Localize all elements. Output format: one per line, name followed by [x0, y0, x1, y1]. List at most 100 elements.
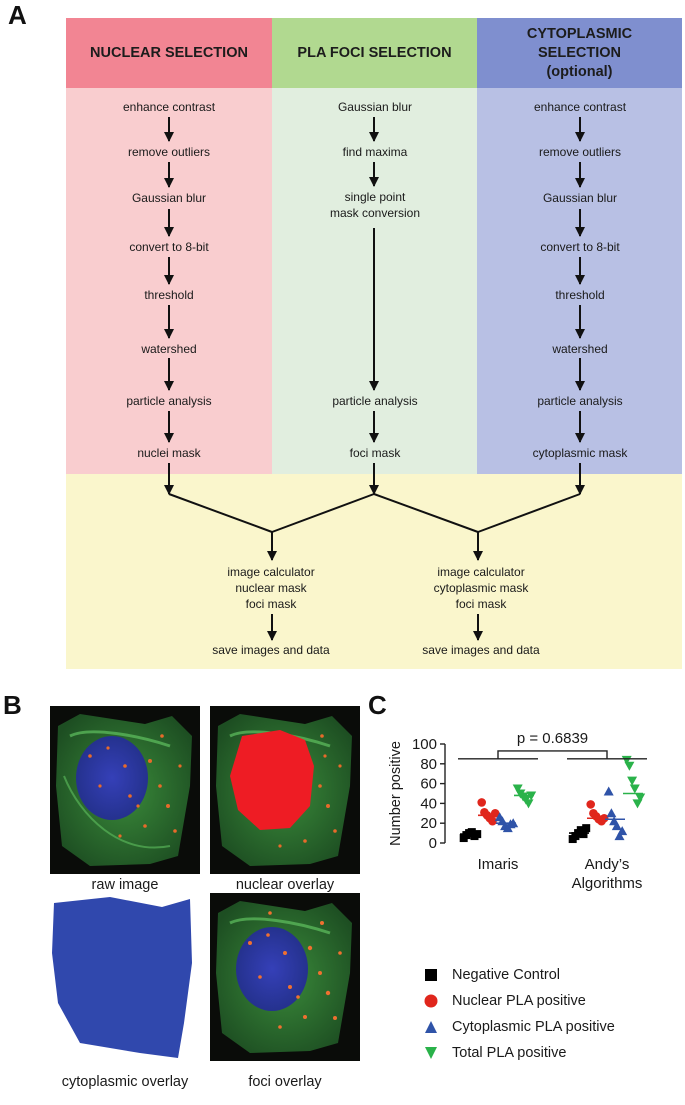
cytoplasmic-pla-point [617, 826, 628, 836]
cyto-header-line2: SELECTION [538, 44, 621, 61]
caption-nuclear-overlay: nuclear overlay [235, 877, 335, 893]
cytoplasmic-pla-point [614, 831, 625, 841]
nuclear-selection-header: NUCLEAR SELECTION [66, 18, 272, 88]
cytoplasmic-pla-point [606, 808, 617, 818]
p-value-annotation: p = 0.6839 [517, 730, 588, 747]
total-pla-point [523, 799, 534, 809]
merge-zone [66, 474, 682, 669]
merge-right-save: save images and data [422, 643, 540, 657]
merge-right-block: image calculator cytoplasmic mask foci m… [376, 564, 586, 612]
total-pla-point [624, 761, 635, 771]
cyto-header-line3: (optional) [546, 63, 613, 80]
foci-selection-header: PLA FOCI SELECTION [272, 18, 477, 88]
merge-line-foci-right [373, 493, 479, 533]
cyto-step-1: enhance contrast [533, 100, 627, 114]
legend-label-nuclear: Nuclear PLA positive [452, 993, 586, 1009]
nuclear-step-2: remove outliers [127, 145, 211, 159]
nuclear-step-3: Gaussian blur [131, 191, 207, 205]
caption-foci-overlay: foci overlay [248, 1074, 322, 1090]
merge-line-nuclear [168, 493, 273, 533]
nuclear-overlay-graphic [216, 714, 352, 866]
cyto-step-2: remove outliers [538, 145, 622, 159]
legend-label-negative: Negative Control [452, 967, 560, 983]
y-tick-label: 20 [420, 815, 437, 832]
cytoplasmic-pla-point [603, 786, 614, 796]
merge-left-save: save images and data [212, 643, 330, 657]
category-label: Algorithms [572, 875, 643, 892]
total-pla-point [627, 776, 638, 786]
foci-step-3b: mask conversion [329, 206, 421, 220]
cyto-step-8: cytoplasmic mask [532, 446, 628, 460]
merge-left-line-1: image calculator [227, 565, 315, 579]
circle-marker-icon [424, 994, 438, 1008]
cytoplasmic-overlay-graphic [52, 897, 192, 1058]
y-axis-label: Number positive [388, 741, 404, 846]
flow-arrows [164, 117, 585, 641]
legend-label-cytoplasmic: Cytoplasmic PLA positive [452, 1019, 615, 1035]
panel-letter-b: B [3, 690, 22, 720]
merge-right-line-1: image calculator [437, 565, 525, 579]
cytoplasmic-selection-header: CYTOPLASMIC SELECTION (optional) [477, 18, 682, 88]
foci-header-text: PLA FOCI SELECTION [297, 44, 452, 61]
nuclear-step-1: enhance contrast [122, 100, 216, 114]
merge-left-line-2: nuclear mask [235, 581, 307, 595]
raw-image-graphic [56, 714, 192, 866]
legend-item-total: Total PLA positive [424, 1045, 566, 1061]
cyto-step-6: watershed [552, 342, 608, 356]
cyto-step-4: convert to 8-bit [540, 240, 620, 254]
raw-image [50, 706, 200, 874]
merge-line-foci-left [271, 493, 375, 533]
y-tick-label: 0 [429, 835, 437, 852]
merge-left-block: image calculator nuclear mask foci mask [166, 564, 376, 612]
merge-line-cyto [477, 493, 581, 533]
cyto-step-7: particle analysis [537, 394, 623, 408]
legend-label-total: Total PLA positive [452, 1045, 567, 1061]
foci-overlay-graphic [216, 901, 352, 1053]
nuclear-pla-point [488, 816, 497, 826]
total-pla-point [512, 784, 523, 794]
y-tick-label: 60 [420, 776, 437, 793]
cytoplasmic-pla-point [611, 821, 622, 831]
nuclear-step-5: threshold [144, 288, 194, 302]
nuclear-header-text: NUCLEAR SELECTION [90, 44, 248, 61]
merge-right-line-3: foci mask [455, 597, 507, 611]
legend-item-cytoplasmic: Cytoplasmic PLA positive [424, 1019, 615, 1035]
nuclear-pla-point [586, 800, 595, 809]
total-pla-point [635, 793, 646, 803]
cytoplasmic-overlay-image [50, 893, 200, 1061]
cyto-step-5: threshold [555, 288, 605, 302]
merge-right-line-2: cytoplasmic mask [433, 581, 529, 595]
foci-step-5: foci mask [349, 446, 401, 460]
nuclear-step-7: particle analysis [126, 394, 212, 408]
caption-raw-image: raw image [91, 877, 159, 893]
legend-item-nuclear: Nuclear PLA positive [424, 993, 586, 1009]
category-label: Imaris [478, 856, 519, 873]
merge-left-line-3: foci mask [245, 597, 297, 611]
cyto-header-line1: CYTOPLASMIC [526, 25, 633, 42]
bracket-top [497, 750, 608, 759]
y-tick-label: 80 [420, 756, 437, 773]
foci-step-3a: single point [344, 190, 406, 204]
y-tick-label: 40 [420, 795, 437, 812]
negative-control-point [582, 824, 591, 833]
cyto-step-3: Gaussian blur [542, 191, 618, 205]
caption-cytoplasmic-overlay: cytoplasmic overlay [61, 1074, 189, 1090]
negative-control-point [579, 830, 588, 839]
legend-item-negative: Negative Control [424, 967, 560, 983]
foci-step-1: Gaussian blur [337, 100, 413, 114]
foci-step-2: find maxima [342, 145, 408, 159]
total-pla-point [621, 755, 632, 765]
nuclear-step-4: convert to 8-bit [129, 240, 209, 254]
nuclear-overlay-image [210, 706, 360, 874]
foci-step-4: particle analysis [332, 394, 418, 408]
nuclear-pla-point [477, 798, 486, 807]
nuclear-step-8: nuclei mask [137, 446, 201, 460]
y-tick-label: 100 [412, 736, 437, 753]
square-marker-icon [424, 968, 438, 982]
triangle-down-marker-icon [424, 1046, 438, 1060]
foci-overlay-image [210, 893, 360, 1061]
panel-letter-c: C [368, 690, 387, 720]
category-label: Andy’s [585, 856, 630, 873]
triangle-up-marker-icon [424, 1020, 438, 1034]
